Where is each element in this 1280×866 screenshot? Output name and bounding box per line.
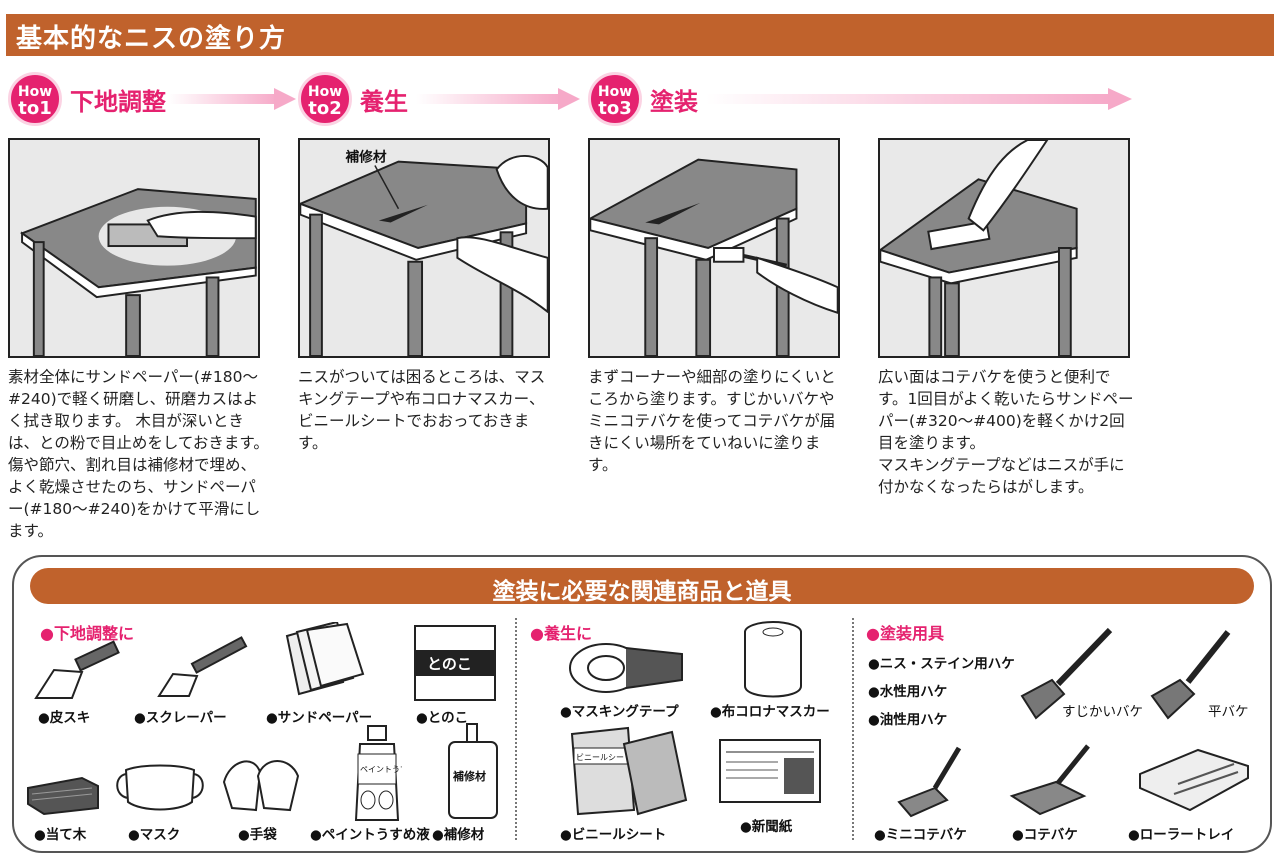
tool-label: ●ビニールシート [560, 827, 667, 843]
tool-label: ●当て木 [34, 827, 87, 843]
tool-label: ●マスキングテープ [560, 704, 679, 720]
tool-label: ●皮スキ [38, 710, 91, 726]
step-1-title: 下地調整 [70, 88, 166, 116]
tool-label: ●油性用ハケ [868, 712, 948, 728]
tool-label: ●布コロナマスカー [710, 704, 830, 720]
putty-knife-icon [32, 640, 122, 704]
tool-label: ●とのこ [416, 710, 469, 726]
tool-label: ●ニス・ステイン用ハケ [868, 656, 1015, 672]
illustration-masking: 補修材 [298, 138, 550, 358]
page-title-bar: 基本的なニスの塗り方 [6, 14, 1274, 56]
step-2-header: How to2 養生 [298, 72, 588, 126]
tools-panel-title-bar: 塗装に必要な関連商品と道具 [30, 568, 1254, 605]
thinner-bottle-icon: ペイントうすめ液 [352, 724, 402, 822]
step-2-title: 養生 [360, 88, 408, 116]
repair-tube-icon: 補修材 [445, 722, 501, 820]
svg-text:補修材: 補修材 [452, 769, 486, 783]
tool-label: ●ペイントうすめ液 [310, 827, 430, 843]
step-2-description: ニスがついては困るところは、マスキングテープや布コロナマスカー、ビニールシートで… [298, 368, 546, 452]
scraper-icon [155, 636, 250, 702]
page-title: 基本的なニスの塗り方 [16, 24, 287, 54]
step-3-description: まずコーナーや細部の塗りにくいところから塗ります。すじかいバケやミニコテバケを使… [588, 368, 836, 474]
step-1-badge: How to1 [8, 72, 62, 126]
tool-label: ●補修材 [432, 827, 485, 843]
tool-label: 平バケ [1208, 704, 1249, 720]
tool-label: ●ミニコテバケ [874, 827, 967, 843]
category-heading-masking: ●養生に [530, 624, 592, 643]
sandpaper-icon [285, 622, 365, 696]
tools-panel [12, 555, 1272, 853]
cloth-masker-icon [742, 620, 804, 698]
svg-text:ビニールシート: ビニールシート [576, 753, 632, 762]
step-3-header: How to3 塗装 [588, 72, 1138, 126]
divider [852, 618, 854, 840]
illustration-brushing [588, 138, 840, 358]
tool-label: ●ローラートレイ [1128, 827, 1235, 843]
step-1-header: How to1 下地調整 [8, 72, 298, 126]
sanding-block-icon [26, 776, 100, 816]
tool-label: ●水性用ハケ [868, 684, 948, 700]
tool-label: ●新聞紙 [740, 819, 793, 835]
arrow-right-icon [416, 88, 580, 110]
tool-label: ●手袋 [238, 827, 277, 843]
tool-label: ●スクレーパー [134, 710, 227, 726]
step-4-description: 広い面はコテバケを使うと便利です。1回目がよく乾いたらサンドペーパー(#320〜… [878, 368, 1134, 496]
vinyl-sheet-icon: ビニールシート [568, 724, 688, 816]
category-heading-prep: ●下地調整に [40, 624, 134, 643]
step-1-description: 素材全体にサンドペーパー(#180〜#240)で軽く研磨し、研磨カスはよく拭き取… [8, 368, 269, 540]
masking-tape-icon [566, 640, 686, 696]
tools-panel-title: 塗装に必要な関連商品と道具 [492, 579, 792, 605]
newspaper-icon [718, 738, 822, 804]
svg-text:ペイントうすめ液: ペイントうすめ液 [360, 764, 402, 774]
step-2-badge: How to2 [298, 72, 352, 126]
tool-label: ●マスク [128, 827, 181, 843]
mask-icon [112, 762, 207, 814]
flat-brush-icon [1148, 626, 1232, 722]
arrow-right-icon [706, 88, 1132, 110]
mini-pad-brush-icon [895, 744, 965, 818]
tool-label: ●サンドペーパー [266, 710, 373, 726]
tonoko-box-icon: とのこ [413, 624, 497, 702]
illustration-sanding [8, 138, 260, 358]
arrow-right-icon [168, 88, 296, 110]
step-3-title: 塗装 [650, 88, 698, 116]
pad-brush-icon [1008, 742, 1092, 818]
repair-label: 補修材 [344, 149, 386, 166]
category-heading-painting: ●塗装用具 [866, 624, 944, 643]
divider [515, 618, 517, 840]
tool-label: ●コテバケ [1012, 827, 1078, 843]
illustration-roller [878, 138, 1130, 358]
svg-text:とのこ: とのこ [427, 655, 472, 673]
roller-tray-icon [1138, 744, 1250, 814]
gloves-icon [220, 752, 302, 814]
angled-brush-icon [1018, 624, 1118, 720]
tool-label: すじかいバケ [1062, 704, 1143, 720]
step-3-badge: How to3 [588, 72, 642, 126]
